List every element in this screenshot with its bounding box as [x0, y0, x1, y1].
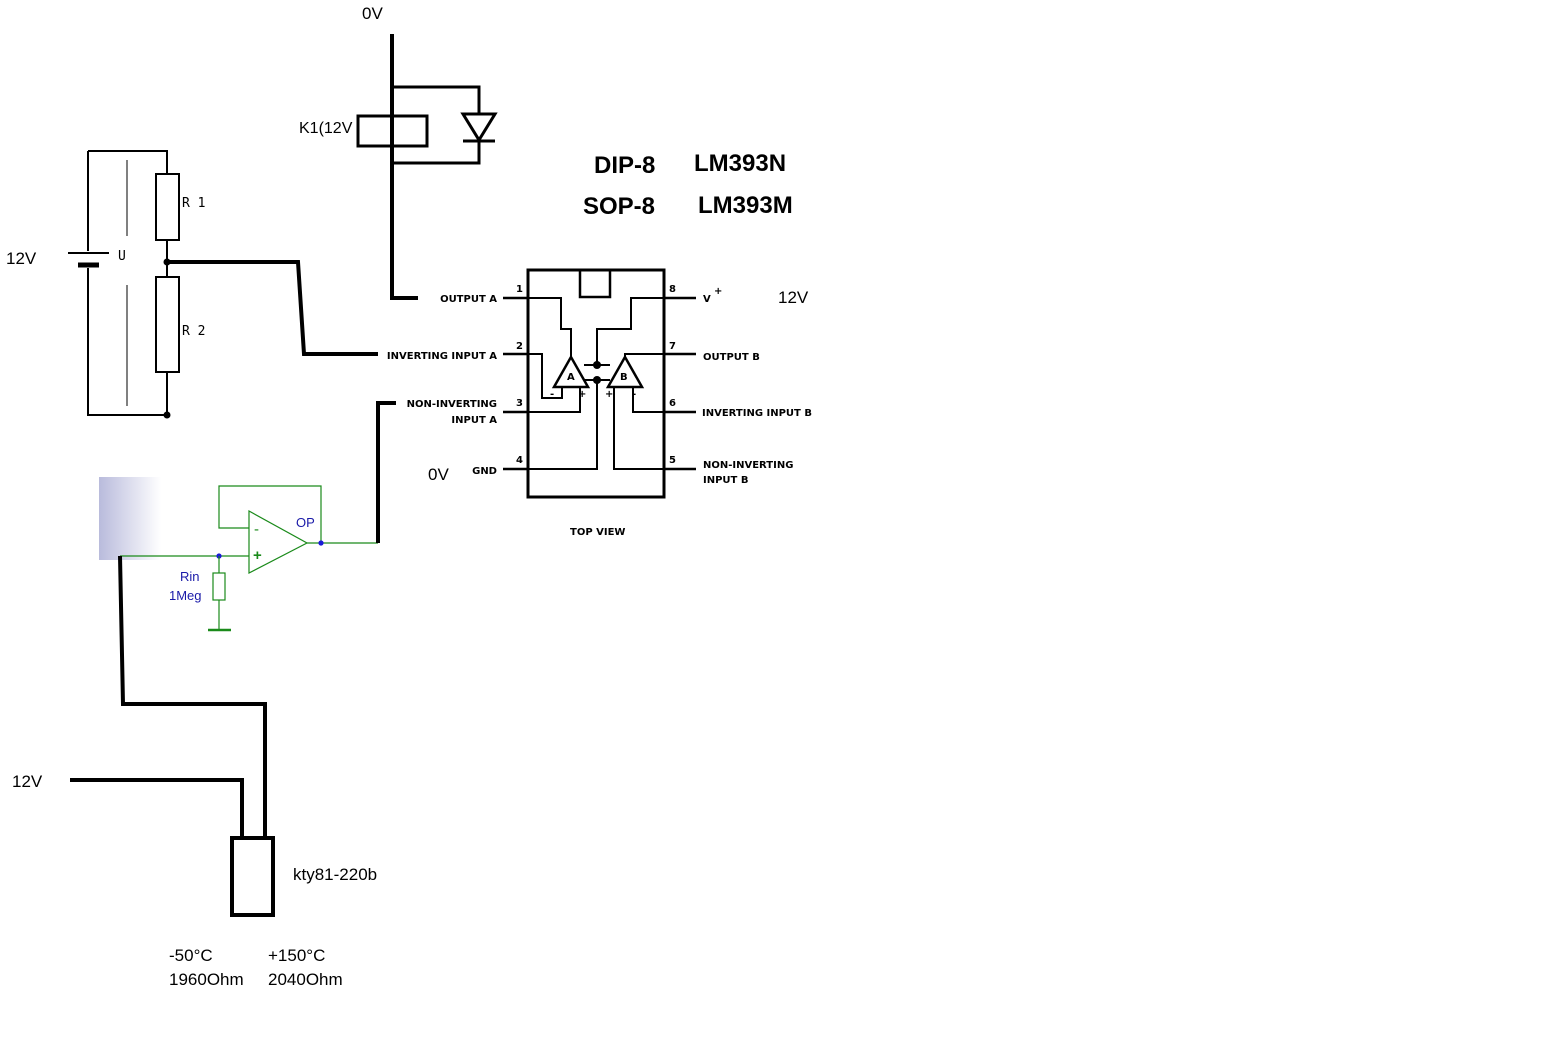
- pin-1-number: 1: [516, 284, 523, 295]
- relay-coil: [356, 114, 429, 148]
- pin-3-number: 3: [516, 398, 523, 409]
- internal-vplus-wire: [596, 297, 664, 365]
- pin-8-plus-sup: +: [714, 286, 722, 297]
- relay-label: K1(12V: [299, 120, 353, 137]
- pin-1-name: OUTPUT A: [440, 294, 497, 305]
- comparator-b-label: B: [620, 372, 628, 383]
- resistor-r2: [155, 276, 180, 373]
- internal-output-b-wire: [624, 353, 664, 357]
- internal-gnd-wire: [528, 380, 598, 470]
- sensor-supply-wire: [70, 778, 244, 838]
- sensor-low-temp: -50°C: [169, 946, 213, 965]
- temperature-sensor: 12V kty81-220b -50°C 1960Ohm +150°C 2040…: [12, 555, 377, 989]
- sensor-supply-label: 12V: [12, 772, 43, 791]
- dip-part-number: LM393N: [694, 150, 786, 177]
- pin-7-number: 7: [669, 341, 676, 352]
- opamp-feedback-wire: [218, 485, 322, 543]
- r2-label: R 2: [182, 324, 205, 339]
- pin-8-number: 8: [669, 284, 676, 295]
- internal-inv-a-wire: [528, 353, 563, 399]
- internal-noninv-a-wire: [528, 387, 581, 413]
- internal-noninv-b-wire: [613, 387, 664, 470]
- comp-a-minus: -: [550, 389, 554, 400]
- divider-to-inverting-wire: [167, 260, 378, 356]
- pin-2-name: INVERTING INPUT A: [387, 351, 497, 362]
- comp-b-plus: +: [605, 389, 613, 400]
- pin-6-number: 6: [669, 398, 676, 409]
- resistor-r1: [155, 173, 180, 241]
- pin-7-name: OUTPUT B: [703, 352, 760, 363]
- relay-circuit: 0V K1(12V: [299, 4, 498, 300]
- vplus-supply-label: 12V: [778, 288, 809, 307]
- comparator-a-icon: [551, 354, 591, 389]
- comparator-b-icon: [605, 354, 645, 389]
- divider-bottom-wire: [87, 268, 167, 416]
- pin-8-name: V: [703, 294, 711, 305]
- pin-4-number: 4: [516, 455, 523, 466]
- divider-supply-label: 12V: [6, 249, 37, 268]
- sop-part-number: LM393M: [698, 192, 793, 219]
- ic-notch: [578, 268, 612, 299]
- opamp-buffer: - + OP Rin 1Meg: [99, 401, 396, 632]
- internal-inv-b-wire: [632, 387, 664, 413]
- dip-label: DIP-8: [594, 152, 655, 179]
- r1-label: R 1: [182, 196, 205, 211]
- kty-sensor-body: [230, 836, 275, 917]
- pin-2-number: 2: [516, 341, 523, 352]
- gnd-supply-label: 0V: [428, 465, 449, 484]
- comp-a-plus: +: [578, 389, 586, 400]
- opamp-to-noninverting-wire: [376, 401, 396, 543]
- pin-3-name-line2: INPUT A: [451, 415, 497, 426]
- pin-4-name: GND: [472, 466, 497, 477]
- pin-5-number: 5: [669, 455, 676, 466]
- lm393-package: DIP-8 LM393N SOP-8 LM393M 1 2 3 4 8 7 6 …: [387, 150, 812, 538]
- internal-output-a-wire: [528, 297, 572, 357]
- relay-main-wire: [390, 34, 418, 300]
- relay-supply-label: 0V: [362, 4, 383, 23]
- comparator-a-label: A: [567, 372, 575, 383]
- internal-node-gnd: [593, 376, 601, 384]
- pin-5-name-line1: NON-INVERTING: [703, 460, 793, 471]
- sensor-signal-wire: [118, 555, 267, 838]
- opamp-plus: +: [253, 547, 262, 564]
- opamp-label: OP: [296, 515, 315, 530]
- top-view-caption: TOP VIEW: [570, 527, 625, 538]
- relay-diode-loop-wire: [392, 85, 481, 165]
- selection-highlight: [99, 477, 161, 560]
- comp-b-minus: -: [632, 389, 636, 400]
- flyback-diode-icon: [460, 112, 498, 143]
- sensor-name: kty81-220b: [293, 865, 377, 884]
- rin-name: Rin: [180, 569, 200, 584]
- sop-label: SOP-8: [583, 193, 655, 220]
- divider-top-wire: [88, 150, 168, 174]
- opamp-triangle-icon: [248, 509, 309, 574]
- resistor-rin: [212, 572, 226, 601]
- pin-5-name-line2: INPUT B: [703, 475, 748, 486]
- battery-icon: [68, 252, 109, 268]
- divider-bottom-node: [163, 411, 171, 419]
- sensor-low-res: 1960Ohm: [169, 970, 244, 989]
- pin-6-name: INVERTING INPUT B: [702, 408, 812, 419]
- sensor-high-res: 2040Ohm: [268, 970, 343, 989]
- internal-node-vplus: [593, 361, 601, 369]
- opamp-output-node: [318, 540, 324, 546]
- opamp-minus: -: [254, 521, 259, 538]
- sensor-high-temp: +150°C: [268, 946, 325, 965]
- voltage-divider: 12V U R 1 R 2: [6, 150, 378, 419]
- battery-label: U: [118, 249, 126, 264]
- pin-3-name-line1: NON-INVERTING: [407, 399, 497, 410]
- rin-value: 1Meg: [169, 588, 202, 603]
